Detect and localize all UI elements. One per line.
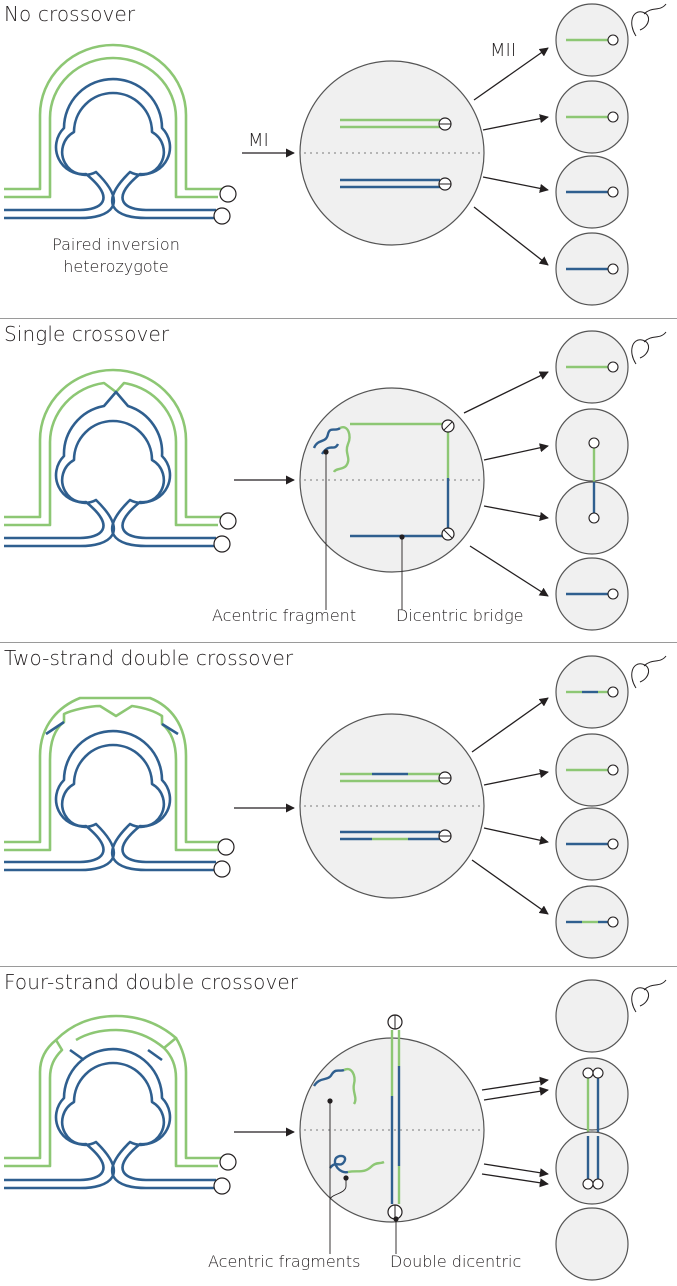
gamete-2 — [555, 80, 629, 154]
green-top-arc — [55, 1014, 178, 1050]
single-crossover-diagram — [4, 330, 667, 631]
sperm-icon — [631, 331, 667, 365]
gamete-4 — [555, 232, 629, 306]
divider-3 — [0, 966, 677, 967]
sperm-icon — [631, 979, 667, 1013]
centromere-blue — [213, 207, 231, 225]
mii-arrow-3 — [482, 176, 549, 193]
blue-inner-loop — [4, 743, 214, 872]
centromere-green — [219, 185, 237, 203]
sperm-icon — [631, 655, 667, 689]
blue-inner-loop — [4, 1061, 214, 1190]
mii-arrow-1 — [473, 47, 549, 101]
mi-label: MI — [248, 130, 269, 151]
sperm-icon — [631, 3, 667, 37]
blue-inner-loop — [4, 419, 214, 548]
panel-title-single-crossover: Single crossover — [4, 322, 170, 346]
gamete-1 — [555, 330, 629, 404]
blue-inner-loop — [4, 91, 214, 220]
green-outer-chromatid — [4, 1038, 64, 1168]
gamete-2-bridge — [555, 408, 629, 482]
acentric-fragment-green — [332, 426, 351, 473]
acentric-fragment-label: Acentric fragment — [212, 606, 357, 625]
gamete-1 — [555, 655, 629, 729]
gamete-4-empty — [555, 1207, 629, 1281]
panel-title-four-strand: Four-strand double crossover — [4, 970, 299, 994]
mii-label: MII — [490, 40, 517, 61]
gamete-2 — [555, 733, 629, 807]
no-crossover-diagram — [4, 3, 667, 306]
panel-title-no-crossover: No crossover — [4, 2, 136, 26]
two-strand-diagram — [4, 655, 667, 959]
panel-no-crossover: No crossover — [0, 0, 677, 318]
acentric-fragments-label: Acentric fragments — [208, 1252, 361, 1271]
mii-arrow-2 — [483, 443, 549, 461]
paired-inversion-label-line2: heterozygote — [63, 257, 169, 276]
green-outer-chromatid — [4, 43, 222, 191]
green-right-arm — [163, 1037, 224, 1168]
gamete-4 — [555, 885, 629, 959]
blue-crossover-strand-left — [45, 720, 65, 736]
panel-four-strand-double-crossover: Four-strand double crossover — [0, 968, 677, 1286]
gamete-3 — [555, 155, 629, 229]
gamete-1 — [555, 3, 629, 77]
blue-cross-right — [147, 1048, 163, 1062]
mii-arrow-1 — [463, 371, 549, 414]
mii-arrow-2 — [482, 114, 549, 131]
green-inner-chromatid — [4, 56, 218, 199]
four-strand-diagram — [4, 979, 667, 1281]
blue-cross-left — [69, 1048, 85, 1062]
panel-title-two-strand: Two-strand double crossover — [4, 646, 294, 670]
blue-crossover-strand-right — [161, 722, 179, 736]
gamete-4 — [555, 557, 629, 631]
gamete-2-bridge — [555, 1057, 629, 1136]
green-inner-crossover — [4, 704, 218, 852]
gamete-3 — [555, 807, 629, 881]
paired-inversion-loop — [4, 43, 222, 220]
mii-arrow-4 — [469, 545, 549, 597]
divider-1 — [0, 318, 677, 319]
divider-2 — [0, 642, 677, 643]
green-outer-chromatid — [4, 696, 222, 844]
double-dicentric-label: Double dicentric — [390, 1252, 522, 1271]
panel-single-crossover: Single crossover — [0, 320, 677, 642]
panel-two-strand-double-crossover: Two-strand double crossover — [0, 644, 677, 966]
paired-inversion-label-line1: Paired inversion — [52, 235, 180, 254]
meiosis-i-cell — [299, 387, 485, 573]
meiosis-i-cell — [299, 713, 485, 899]
dicentric-bridge-label: Dicentric bridge — [396, 606, 524, 625]
mii-arrow-4 — [473, 206, 549, 266]
gamete-1-empty — [555, 979, 629, 1053]
green-outer-chromatid — [4, 368, 222, 519]
gamete-3-bridge — [555, 481, 629, 555]
mii-arrow-3 — [483, 505, 549, 521]
meiosis-i-cell — [299, 60, 485, 246]
gamete-3-bridge — [555, 1131, 629, 1205]
